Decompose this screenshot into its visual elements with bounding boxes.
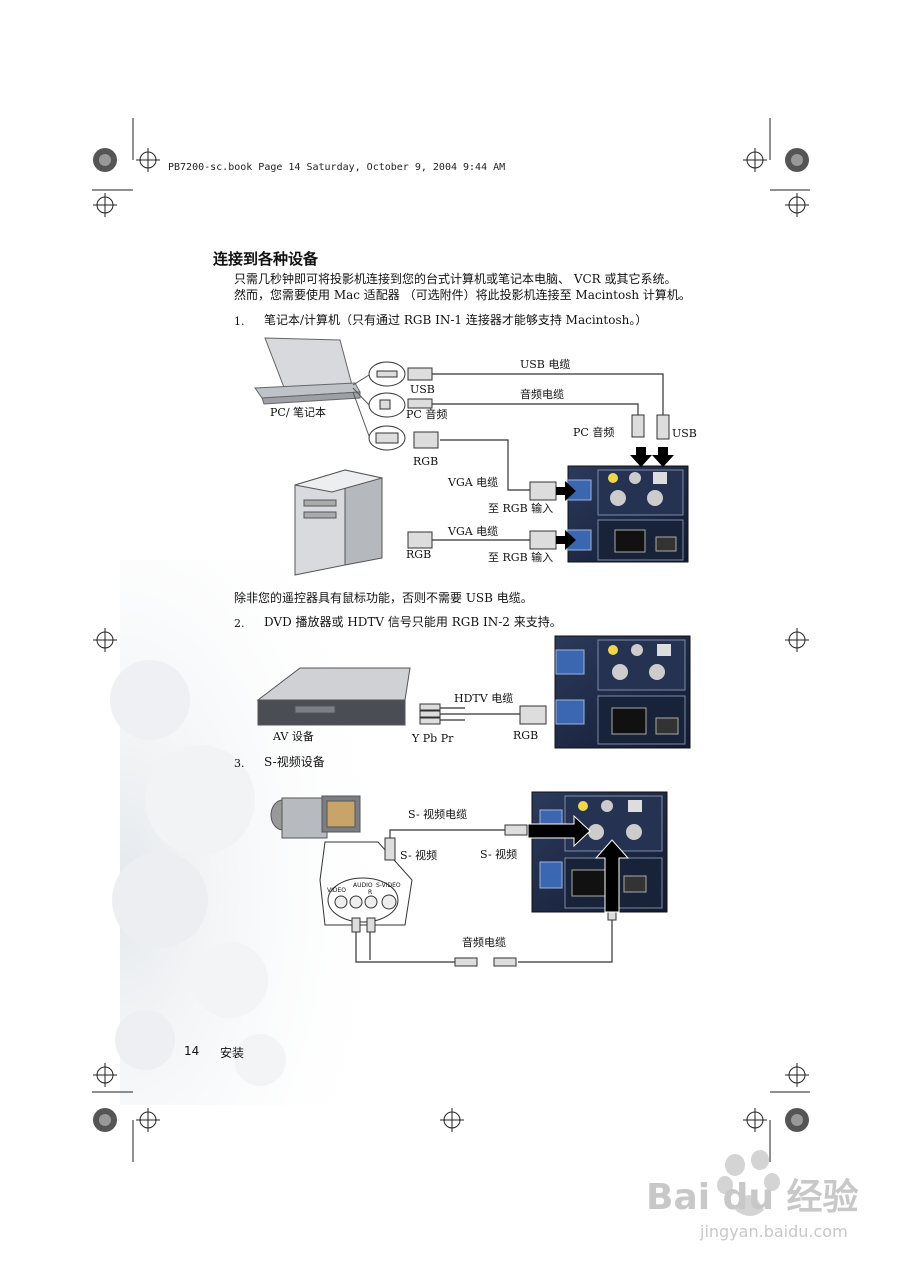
svideo-left-label: S- 视频	[400, 849, 438, 862]
rgb-bottom-label: RGB	[406, 548, 432, 561]
step-3-number: 3.	[234, 757, 245, 770]
projector-panel-2	[554, 635, 691, 749]
connector-plugs-diagram1	[407, 367, 670, 550]
section-title: 连接到各种设备	[213, 250, 319, 268]
intro-line-2: 然而，您需要使用 Mac 适配器 （可选附件）将此投影机连接至 Macintos…	[234, 288, 691, 302]
to-rgb-input-1-label: 至 RGB 输入	[488, 502, 554, 515]
desktop-pc-illustration	[294, 469, 383, 576]
pc-notebook-label: PC/ 笔记本	[270, 406, 327, 419]
bokeh-background	[110, 560, 430, 1105]
watermark-url: jingyan.baidu.com	[700, 1222, 848, 1241]
usb-right-label: USB	[672, 427, 697, 440]
jack-video-label: VIDEO	[327, 887, 347, 894]
jack-closeup	[319, 841, 413, 926]
usb-left-label: USB	[410, 383, 435, 396]
pc-audio-right-label: PC 音频	[573, 426, 615, 439]
book-info-header: PB7200-sc.book Page 14 Saturday, October…	[168, 162, 506, 173]
step-2-text: DVD 播放器或 HDTV 信号只能用 RGB IN-2 来支持。	[264, 615, 562, 629]
svideo-right-label: S- 视频	[480, 848, 518, 861]
baidu-paw-logo	[717, 1150, 780, 1216]
jack-svideo-label: S-VIDEO	[376, 882, 401, 889]
audio-cable-label: 音频电缆	[520, 388, 564, 401]
chapter-name: 安装	[220, 1046, 245, 1060]
cables-diagram2	[440, 707, 520, 721]
intro-line-1: 只需几秒钟即可将投影机连接到您的台式计算机或笔记本电脑、 VCR 或其它系统。	[234, 272, 677, 286]
projector-panel-1	[556, 447, 689, 563]
page-number: 14	[184, 1044, 200, 1058]
camcorder-illustration	[270, 795, 361, 839]
watermark-logo-text: Bai du 经验	[646, 1177, 859, 1218]
hdtv-cable-label: HDTV 电缆	[454, 692, 514, 705]
step-1-text: 笔记本/计算机（只有通过 RGB IN-1 连接器才能够支持 Macintosh…	[264, 313, 648, 327]
av-device-label: AV 设备	[273, 730, 314, 743]
step-1-number: 1.	[234, 315, 245, 328]
jack-audio-label: AUDIO	[353, 882, 373, 889]
pc-audio-left-label: PC 音频	[406, 408, 448, 421]
step-2-number: 2.	[234, 617, 245, 630]
rgb-label-2: RGB	[513, 729, 539, 742]
laptop-illustration	[254, 337, 361, 405]
registration-marks	[92, 118, 810, 1162]
ypbpr-label: Y Pb Pr	[412, 732, 454, 745]
step-3-text: S-视频设备	[264, 755, 325, 769]
usb-cable-label: USB 电缆	[520, 358, 571, 371]
connector-plugs-diagram2	[419, 703, 547, 725]
dvd-player-illustration	[256, 667, 411, 726]
usb-note: 除非您的遥控器具有鼠标功能，否则不需要 USB 电缆。	[234, 591, 533, 605]
vga-cable-1-label: VGA 电缆	[448, 476, 499, 489]
vga-cable-2-label: VGA 电缆	[448, 525, 499, 538]
projector-panel-3	[527, 791, 668, 913]
jack-r-label: R	[368, 889, 373, 896]
port-icons	[352, 361, 406, 451]
audio-cable-label-3: 音频电缆	[462, 936, 506, 949]
cables-diagram1	[432, 373, 664, 541]
color-registration-disc	[93, 148, 809, 1132]
svideo-cable-label: S- 视频电缆	[408, 808, 468, 821]
rgb-top-label: RGB	[413, 455, 439, 468]
to-rgb-input-2-label: 至 RGB 输入	[488, 551, 554, 564]
